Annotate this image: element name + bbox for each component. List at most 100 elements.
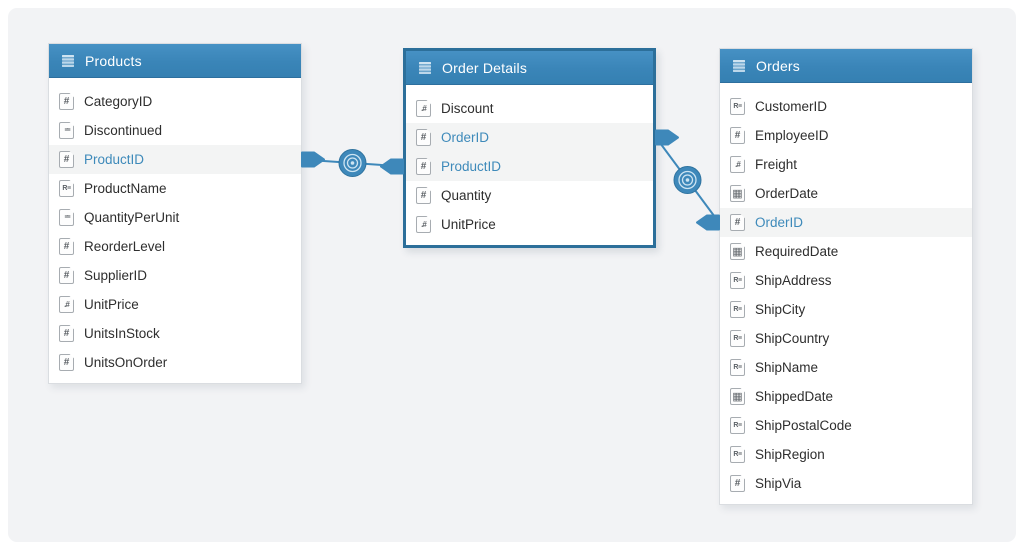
field-row[interactable]: .# Discount xyxy=(406,94,653,123)
field-row[interactable]: R≡ CustomerID xyxy=(720,92,972,121)
date-type-icon: ▦ xyxy=(730,243,745,260)
field-name: ShipRegion xyxy=(755,447,825,462)
field-row[interactable]: R≡ ShipPostalCode xyxy=(720,411,972,440)
string-type-icon: R≡ xyxy=(730,359,745,376)
field-name: ShipVia xyxy=(755,476,802,491)
integer-type-icon: # xyxy=(59,238,74,255)
field-name: OrderID xyxy=(755,215,804,230)
field-row[interactable]: # ProductID xyxy=(406,152,653,181)
string-type-icon: R≡ xyxy=(730,417,745,434)
table-title: Order Details xyxy=(442,59,528,76)
table-header[interactable]: Products xyxy=(49,44,301,78)
diagram-canvas[interactable]: Products # CategoryID ≡≡ Discontinued # … xyxy=(8,8,1016,542)
integer-type-icon: # xyxy=(416,158,431,175)
field-name: Discontinued xyxy=(84,123,163,138)
table-title: Orders xyxy=(756,57,800,74)
field-name: UnitPrice xyxy=(441,217,496,232)
string-type-icon: R≡ xyxy=(730,98,745,115)
field-row[interactable]: # CategoryID xyxy=(49,87,301,116)
integer-type-icon: # xyxy=(59,267,74,284)
string-type-icon: R≡ xyxy=(730,446,745,463)
table-icon xyxy=(61,54,75,68)
integer-type-icon: # xyxy=(59,93,74,110)
table-card-order-details[interactable]: Order Details .# Discount # OrderID # Pr… xyxy=(403,48,656,248)
field-name: ShippedDate xyxy=(755,389,834,404)
field-row[interactable]: # EmployeeID xyxy=(720,121,972,150)
integer-type-icon: # xyxy=(416,129,431,146)
field-row[interactable]: # Quantity xyxy=(406,181,653,210)
field-name: ProductName xyxy=(84,181,167,196)
integer-type-icon: # xyxy=(416,187,431,204)
field-row[interactable]: # UnitsInStock xyxy=(49,319,301,348)
decimal-type-icon: .# xyxy=(730,156,745,173)
field-row[interactable]: ▦ ShippedDate xyxy=(720,382,972,411)
integer-type-icon: # xyxy=(59,354,74,371)
field-row[interactable]: R≡ ShipCity xyxy=(720,295,972,324)
field-name: Quantity xyxy=(441,188,492,203)
field-name: ShipPostalCode xyxy=(755,418,852,433)
field-row[interactable]: # ProductID xyxy=(49,145,301,174)
field-row[interactable]: # ShipVia xyxy=(720,469,972,498)
field-row[interactable]: R≡ ProductName xyxy=(49,174,301,203)
field-name: CustomerID xyxy=(755,99,828,114)
join-icon[interactable] xyxy=(338,149,367,177)
field-name: ProductID xyxy=(441,159,502,174)
table-icon xyxy=(732,59,746,73)
integer-type-icon: # xyxy=(730,475,745,492)
field-name: ShipCity xyxy=(755,302,806,317)
table-card-orders[interactable]: Orders R≡ CustomerID # EmployeeID .# Fre… xyxy=(719,48,973,505)
field-row[interactable]: # SupplierID xyxy=(49,261,301,290)
integer-type-icon: # xyxy=(730,127,745,144)
field-row[interactable]: # ReorderLevel xyxy=(49,232,301,261)
field-row[interactable]: .# UnitPrice xyxy=(406,210,653,239)
string-type-icon: R≡ xyxy=(730,272,745,289)
field-row[interactable]: # OrderID xyxy=(720,208,972,237)
table-fields: # CategoryID ≡≡ Discontinued # ProductID… xyxy=(49,78,301,383)
field-row[interactable]: ≡≡ Discontinued xyxy=(49,116,301,145)
table-header[interactable]: Orders xyxy=(720,49,972,83)
field-row[interactable]: .# UnitPrice xyxy=(49,290,301,319)
decimal-type-icon: .# xyxy=(416,100,431,117)
field-row[interactable]: R≡ ShipAddress xyxy=(720,266,972,295)
field-row[interactable]: .# Freight xyxy=(720,150,972,179)
field-name: Freight xyxy=(755,157,798,172)
field-name: ShipName xyxy=(755,360,819,375)
date-type-icon: ▦ xyxy=(730,185,745,202)
field-name: UnitsInStock xyxy=(84,326,160,341)
table-header[interactable]: Order Details xyxy=(406,51,653,85)
integer-type-icon: # xyxy=(59,325,74,342)
string-type-icon: R≡ xyxy=(59,180,74,197)
decimal-type-icon: .# xyxy=(416,216,431,233)
field-name: EmployeeID xyxy=(755,128,829,143)
field-name: ReorderLevel xyxy=(84,239,166,254)
field-row[interactable]: R≡ ShipName xyxy=(720,353,972,382)
string-type-icon: R≡ xyxy=(730,301,745,318)
table-card-products[interactable]: Products # CategoryID ≡≡ Discontinued # … xyxy=(48,43,302,384)
table-title: Products xyxy=(85,52,142,69)
field-name: OrderID xyxy=(441,130,490,145)
field-name: ProductID xyxy=(84,152,145,167)
table-fields: .# Discount # OrderID # ProductID # Quan… xyxy=(406,85,653,245)
memo-type-icon: ≡≡ xyxy=(59,209,74,226)
field-name: CategoryID xyxy=(84,94,153,109)
field-row[interactable]: # UnitsOnOrder xyxy=(49,348,301,377)
date-type-icon: ▦ xyxy=(730,388,745,405)
field-row[interactable]: ≡≡ QuantityPerUnit xyxy=(49,203,301,232)
join-icon[interactable] xyxy=(673,166,702,194)
field-row[interactable]: # OrderID xyxy=(406,123,653,152)
integer-type-icon: # xyxy=(730,214,745,231)
field-name: ShipCountry xyxy=(755,331,830,346)
integer-type-icon: # xyxy=(59,151,74,168)
field-name: RequiredDate xyxy=(755,244,839,259)
field-row[interactable]: R≡ ShipRegion xyxy=(720,440,972,469)
field-row[interactable]: ▦ OrderDate xyxy=(720,179,972,208)
field-name: OrderDate xyxy=(755,186,819,201)
table-fields: R≡ CustomerID # EmployeeID .# Freight ▦ … xyxy=(720,83,972,504)
field-name: ShipAddress xyxy=(755,273,832,288)
field-row[interactable]: R≡ ShipCountry xyxy=(720,324,972,353)
field-name: UnitsOnOrder xyxy=(84,355,168,370)
string-type-icon: R≡ xyxy=(730,330,745,347)
field-name: SupplierID xyxy=(84,268,148,283)
field-name: UnitPrice xyxy=(84,297,139,312)
field-row[interactable]: ▦ RequiredDate xyxy=(720,237,972,266)
